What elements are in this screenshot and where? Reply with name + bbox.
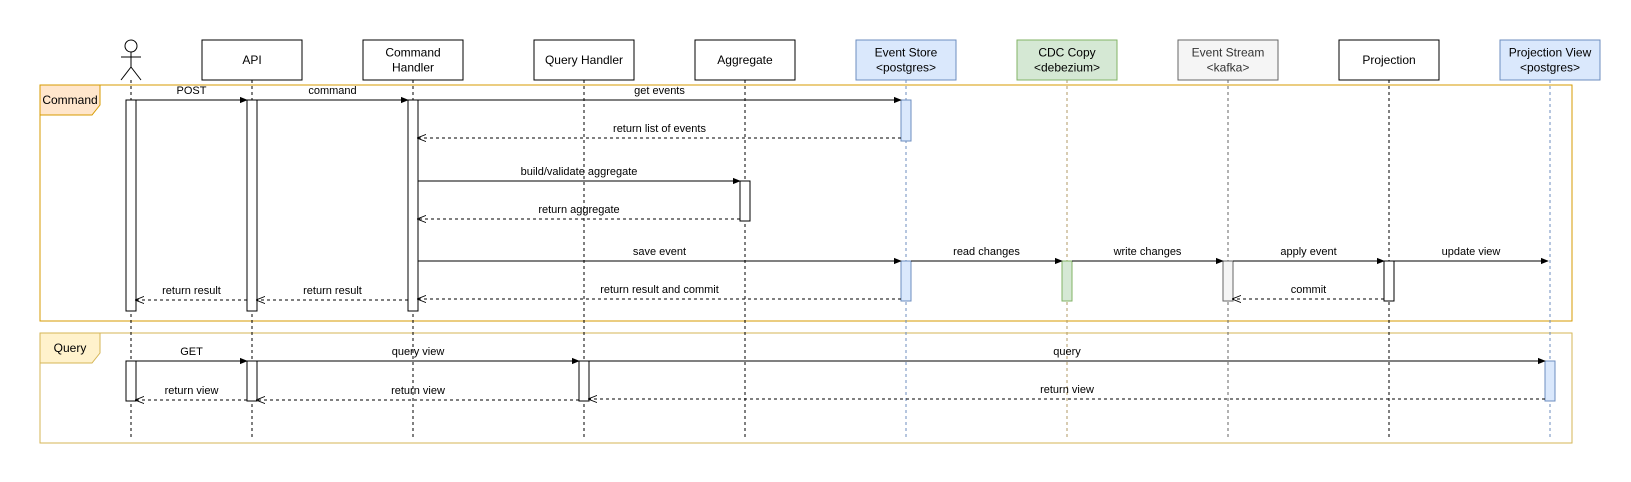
message-2: get events [418,85,902,104]
message-label: read changes [953,246,1020,258]
message-16: query view [257,346,580,365]
message-17: query [589,346,1546,365]
participant-label-qh: Query Handler [545,53,623,67]
message-15: GET [136,346,248,365]
message-4: build/validate aggregate [418,166,741,185]
participant-agg: Aggregate [694,39,796,81]
message-label: return result [303,285,362,297]
participant-qh: Query Handler [533,39,635,81]
activation-es [900,260,912,302]
participant-pv: Projection View<postgres> [1499,39,1601,81]
activation-pv [1544,360,1556,402]
participant-label-cmd: Handler [392,61,434,75]
message-label: build/validate aggregate [521,166,638,178]
activation-kaf [1222,260,1234,302]
activation-qh [578,360,590,402]
participant-label-agg: Aggregate [717,53,773,67]
message-label: get events [634,85,685,97]
frame-label-query: Query [54,341,87,355]
participant-label-pv: Projection View [1509,46,1592,60]
frame-tag-command [39,84,101,116]
message-label: commit [1291,284,1326,296]
message-label: write changes [1113,246,1182,258]
activation-cmd [407,99,419,312]
message-6: save event [418,246,902,265]
message-label: update view [1442,246,1501,258]
frame-tag-query [39,332,101,364]
message-label: save event [633,246,686,258]
message-label: return result [162,285,221,297]
message-label: GET [180,346,203,358]
activation-api [246,360,258,402]
message-label: return aggregate [538,204,619,216]
message-9: apply event [1233,246,1385,265]
participant-label-es: <postgres> [876,61,936,75]
participant-api: API [201,39,303,81]
activation-actor [125,360,137,402]
activation-es [900,99,912,142]
message-label: POST [177,85,207,97]
actor-icon [120,39,142,81]
message-13: return result and commit [418,284,901,299]
message-12: return result [257,285,408,300]
frame-command: Command [39,84,1573,322]
message-label: return view [391,385,445,397]
frame-query: Query [39,332,1573,444]
message-label: return result and commit [600,284,719,296]
message-8: write changes [1072,246,1224,265]
activation-cdc [1061,260,1073,302]
participant-proj: Projection [1338,39,1440,81]
message-label: command [308,85,356,97]
message-20: return view [589,384,1545,399]
message-1: command [257,85,409,104]
participant-label-proj: Projection [1362,53,1415,67]
participant-cdc: CDC Copy<debezium> [1016,39,1118,81]
participant-label-pv: <postgres> [1520,61,1580,75]
participant-kaf: Event Stream<kafka> [1177,39,1279,81]
message-18: return view [136,385,247,400]
participant-label-cdc: CDC Copy [1038,46,1095,60]
participant-es: Event Store<postgres> [855,39,957,81]
message-label: return view [165,385,219,397]
message-label: return view [1040,384,1094,396]
frame-label-command: Command [42,93,97,107]
participant-label-cdc: <debezium> [1034,61,1100,75]
message-label: query view [392,346,445,358]
message-19: return view [257,385,579,400]
message-10: update view [1394,246,1549,265]
message-label: apply event [1280,246,1336,258]
activation-api [246,99,258,312]
message-5: return aggregate [418,204,740,219]
activation-actor [125,99,137,312]
message-7: read changes [911,246,1063,265]
activation-agg [739,180,751,222]
participant-label-kaf: Event Stream [1192,46,1265,60]
message-0: POST [136,85,248,104]
message-11: return result [136,285,247,300]
message-3: return list of events [418,123,901,138]
participant-label-es: Event Store [875,46,938,60]
message-14: commit [1233,284,1384,299]
participant-label-api: API [242,53,261,67]
participant-label-kaf: <kafka> [1207,61,1250,75]
activation-proj [1383,260,1395,302]
message-label: query [1053,346,1081,358]
participant-label-cmd: Command [385,46,440,60]
message-label: return list of events [613,123,706,135]
